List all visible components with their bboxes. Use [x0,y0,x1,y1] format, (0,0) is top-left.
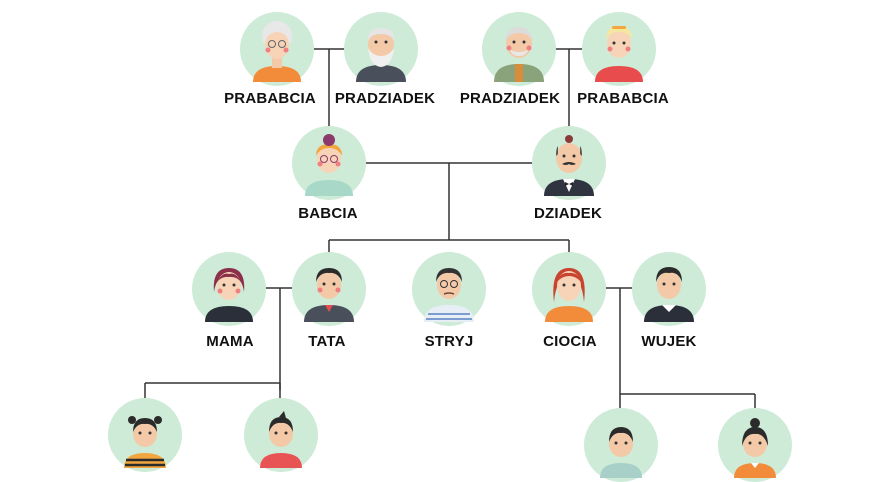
avatar-babcia [292,126,366,200]
avatar-prababcia-left [240,12,314,86]
avatar-cousin-girl [718,408,792,482]
great-grandmother-icon [582,12,656,86]
label-ciocia: CIOCIA [543,333,597,350]
avatar-dziadek [532,126,606,200]
avatar-child-girl [108,398,182,472]
grandfather-icon [532,126,606,200]
cousin-boy-icon [584,408,658,482]
avatar-pradziadek-right [482,12,556,86]
great-grandfather-icon [482,12,556,86]
boy-icon [244,398,318,472]
avatar-ciocia [532,252,606,326]
aunt-icon [532,252,606,326]
label-pradziadek-right: PRADZIADEK [459,90,561,107]
avatar-prababcia-right [582,12,656,86]
avatar-wujek [632,252,706,326]
avatar-child-boy [244,398,318,472]
label-dziadek: DZIADEK [533,205,603,222]
father-icon [292,252,366,326]
uncle-icon [412,252,486,326]
avatar-cousin-boy [584,408,658,482]
girl-icon [108,398,182,472]
avatar-tata [292,252,366,326]
label-mama: MAMA [206,333,254,350]
great-grandmother-icon [240,12,314,86]
label-pradziadek-left: PRADZIADEK [334,90,436,107]
avatar-stryj [412,252,486,326]
grandmother-icon [292,126,366,200]
mother-icon [192,252,266,326]
label-tata: TATA [308,333,346,350]
label-prababcia-right: PRABABCIA [577,90,669,107]
great-grandfather-icon [344,12,418,86]
avatar-mama [192,252,266,326]
label-babcia: BABCIA [298,205,358,222]
label-prababcia-left: PRABABCIA [224,90,316,107]
uncle-in-law-icon [632,252,706,326]
label-wujek: WUJEK [641,333,697,350]
cousin-girl-icon [718,408,792,482]
label-stryj: STRYJ [424,333,474,350]
avatar-pradziadek-left [344,12,418,86]
